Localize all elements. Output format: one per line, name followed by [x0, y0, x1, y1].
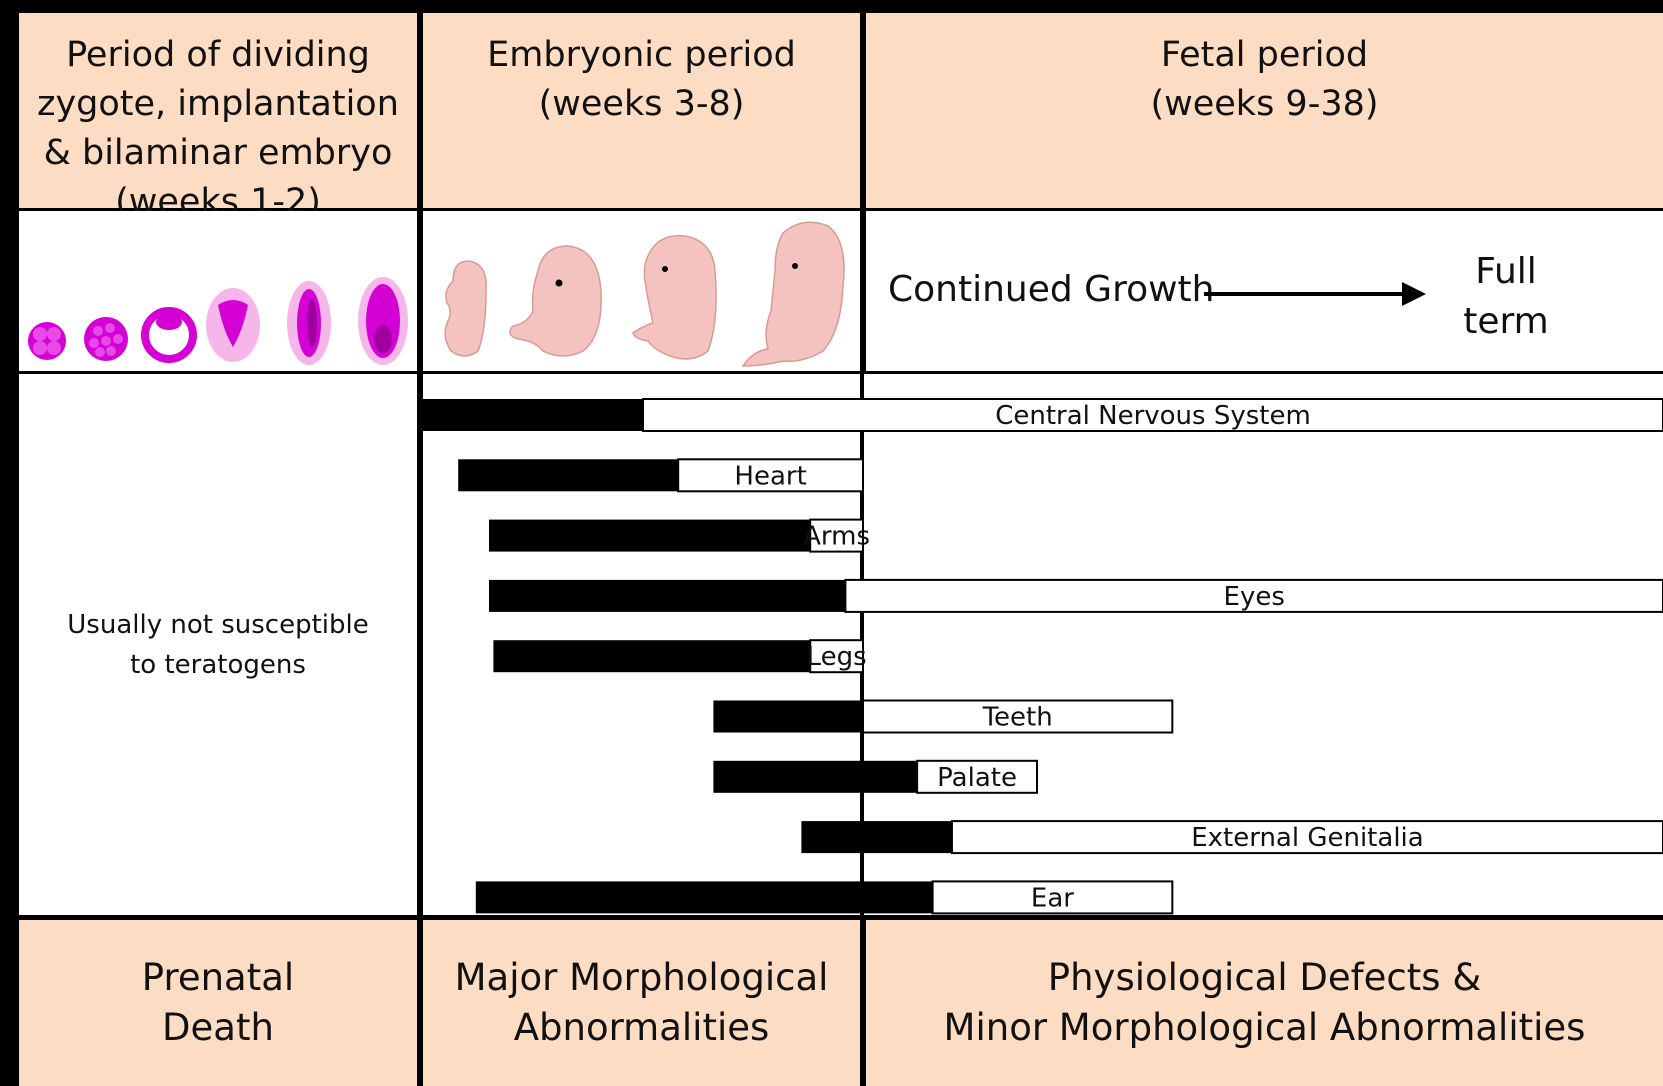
bar-legs: Legs — [493, 640, 866, 672]
bar-label: Eyes — [1224, 582, 1285, 612]
bar-heart: Heart — [458, 459, 863, 491]
bar-label: External Genitalia — [1191, 823, 1424, 853]
bar-teeth: Teeth — [713, 701, 1172, 733]
bar-highly-sensitive — [801, 821, 952, 853]
bar-arms: Arms — [489, 520, 870, 552]
bar-label: Palate — [937, 763, 1017, 793]
bar-external-genitalia: External Genitalia — [801, 821, 1663, 853]
bar-highly-sensitive — [493, 640, 810, 672]
bar-highly-sensitive — [458, 459, 678, 491]
bar-ear: Ear — [476, 881, 1173, 913]
bar-label: Heart — [734, 461, 806, 491]
bar-label: Teeth — [982, 703, 1053, 733]
bar-label: Arms — [803, 522, 870, 552]
bar-central-nervous-system: Central Nervous System — [423, 399, 1663, 431]
bar-highly-sensitive — [489, 520, 810, 552]
bar-label: Ear — [1031, 883, 1074, 913]
footer-major-abnormalities: Major Morphological Abnormalities — [423, 920, 860, 1086]
bar-eyes: Eyes — [489, 580, 1663, 612]
bar-label: Legs — [807, 642, 867, 672]
bar-highly-sensitive — [423, 399, 643, 431]
bar-palate: Palate — [713, 761, 1037, 793]
bar-highly-sensitive — [489, 580, 845, 612]
bar-highly-sensitive — [713, 701, 863, 733]
bar-highly-sensitive — [713, 761, 917, 793]
bar-highly-sensitive — [476, 881, 933, 913]
footer-minor-abnormalities: Physiological Defects & Minor Morphologi… — [866, 920, 1663, 1086]
bar-label: Central Nervous System — [995, 401, 1311, 431]
footer-prenatal-death: Prenatal Death — [19, 920, 417, 1086]
